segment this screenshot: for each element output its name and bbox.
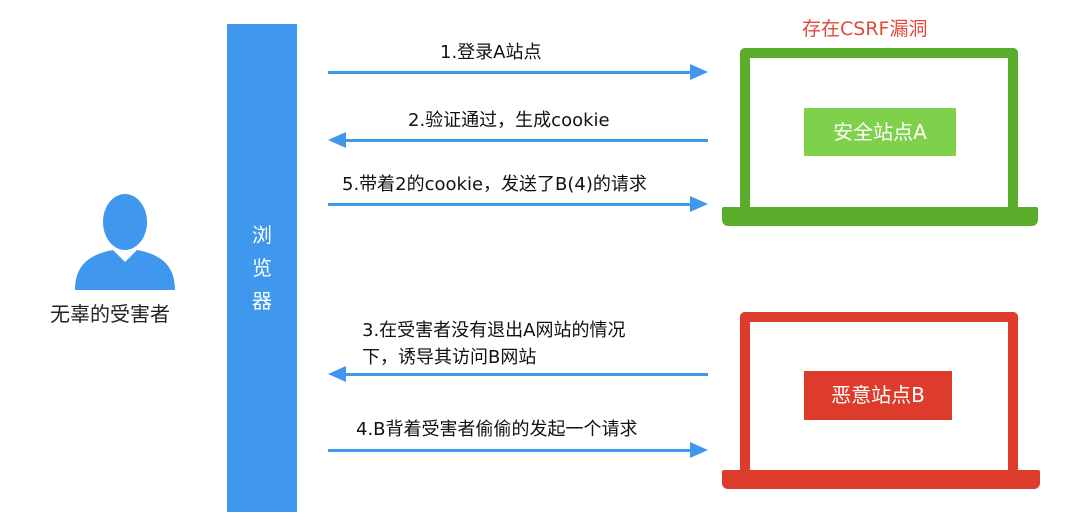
browser-char-2: 览 (252, 256, 272, 280)
arrow-step-1 (328, 64, 708, 80)
step-3-label-line-1: 3.在受害者没有退出A网站的情况 (362, 320, 626, 341)
arrow-step-3 (328, 366, 708, 382)
site-b-laptop-base (722, 470, 1040, 489)
browser-bar: 浏 览 器 (227, 24, 297, 512)
step-2-label: 2.验证通过，生成cookie (408, 110, 610, 131)
site-a-laptop-base (722, 207, 1038, 226)
victim-label: 无辜的受害者 (50, 302, 170, 326)
arrow-step-4 (328, 442, 708, 458)
site-a-box: 安全站点A (804, 108, 956, 156)
arrow-step-2 (328, 132, 708, 148)
browser-label: 浏 览 器 (227, 219, 297, 318)
site-b-box: 恶意站点B (804, 371, 952, 420)
step-4-label: 4.B背着受害者偷偷的发起一个请求 (356, 419, 638, 440)
step-3-label-line-2: 下，诱导其访问B网站 (362, 347, 537, 368)
step-1-label: 1.登录A站点 (440, 42, 542, 63)
step-5-label: 5.带着2的cookie，发送了B(4)的请求 (342, 174, 647, 195)
victim: 无辜的受害者 (50, 190, 190, 327)
person-icon (75, 194, 175, 290)
browser-char-3: 器 (252, 289, 272, 313)
arrow-step-5 (328, 196, 708, 212)
browser-char-1: 浏 (252, 223, 272, 247)
csrf-vulnerability-tag: 存在CSRF漏洞 (802, 18, 928, 40)
